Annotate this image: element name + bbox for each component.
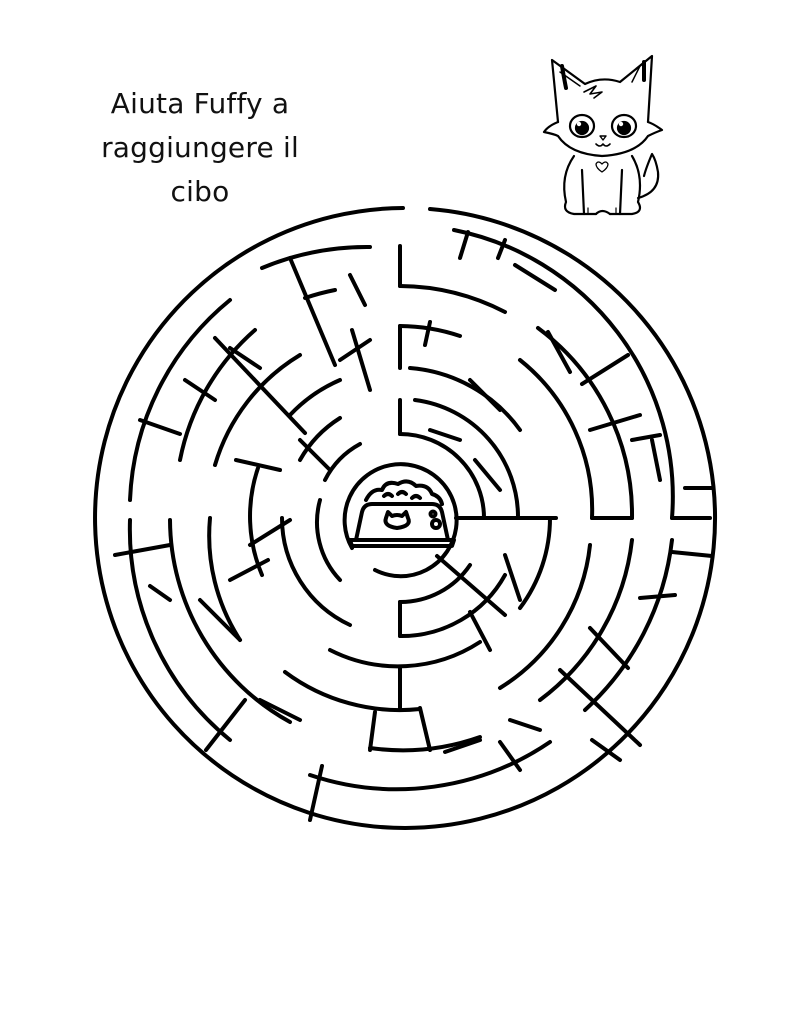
page-title: Aiuta Fuffy a raggiungere il cibo (82, 82, 318, 214)
food-bowl-icon (348, 479, 456, 548)
title-line-3: cibo (170, 175, 230, 208)
maze-walls (93, 206, 717, 830)
title-line-2: raggiungere il (101, 131, 299, 164)
kitten-icon (542, 54, 664, 216)
title-line-1: Aiuta Fuffy a (110, 87, 290, 120)
